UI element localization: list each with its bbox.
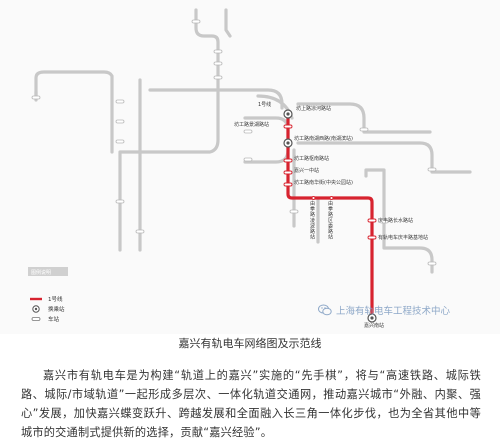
planned-line-north-2 — [224, 8, 232, 38]
station-icon — [213, 75, 223, 80]
map-caption: 嘉兴有轨电车网络图及示范线 — [178, 337, 322, 350]
transfer-station-icon — [286, 141, 290, 145]
station-icon — [213, 61, 223, 66]
watermark: 上海有轨电车工程技术中心 — [318, 302, 450, 318]
planned-lines — [34, 8, 472, 274]
label-jiaxing-south: 嘉兴南站 — [364, 322, 384, 329]
station-icon — [329, 196, 334, 200]
station-icon — [379, 219, 389, 224]
legend-heading: 图例说明 — [31, 269, 51, 276]
station-icon — [213, 49, 223, 54]
label-changshui: 庆丰路长水路站 — [378, 217, 413, 224]
label-quwei: 由拳路区委路站 — [328, 200, 333, 241]
station-icon — [367, 235, 377, 240]
transfer-station-icon — [370, 316, 374, 320]
article-paragraph: 嘉兴市有轨电车是为构建“轨道上的嘉兴”实施的“先手棋”，将与“高速铁路、城际铁路… — [21, 369, 481, 439]
network-map-drawing: 1号线 坊上路凉河路站坊工路景湖路站坊工路南湖西路(南湖滨站)坊工路枢南路站嘉兴… — [28, 8, 472, 329]
station-icon — [367, 218, 377, 223]
planned-line-east-mid — [296, 141, 472, 174]
legend-label-line: 1号线 — [48, 295, 63, 303]
station-icon — [283, 170, 293, 175]
station-icon — [115, 199, 125, 204]
label-shunan: 坊工路枢南路站 — [294, 155, 329, 162]
label-jinghu: 坊工路景湖路站 — [234, 121, 269, 128]
station-icon — [31, 95, 41, 100]
label-depot: 有轨电车庆丰路基地站 — [378, 234, 428, 241]
station-icon — [135, 229, 145, 234]
transfer-station-icon — [286, 112, 290, 116]
station-icon — [289, 209, 299, 214]
station-icon — [427, 261, 437, 266]
planned-line-east-upper — [296, 102, 432, 134]
line-1-tag: 1号线 — [258, 101, 271, 108]
station-icon — [283, 182, 293, 187]
legend-label-station: 车站 — [48, 315, 60, 323]
label-nanhu-west: 坊工路南湖西路(南湖滨站) — [294, 135, 353, 142]
planned-line-west — [34, 70, 114, 154]
label-lingbo: 由拳路凌波路站 — [310, 200, 315, 241]
station-icon — [243, 129, 253, 134]
legend-station-icon — [31, 317, 41, 321]
label-yizhong: 嘉兴一中站 — [294, 167, 319, 174]
station-icon — [115, 139, 125, 144]
station-icon — [311, 196, 316, 200]
station-icon — [359, 127, 369, 132]
vertical-station-labels: 由拳路凌波路站 由拳路区委路站 — [310, 200, 333, 241]
transfer-stations — [283, 109, 377, 323]
label-nanhuajie: 坊工路南华街(中央公园站) — [294, 179, 353, 186]
legend-header — [28, 267, 68, 276]
station-icon — [283, 124, 293, 129]
planned-stations — [31, 19, 437, 266]
station-icon — [115, 99, 125, 104]
label-fangshang: 坊上路凉河路站 — [296, 105, 331, 112]
station-icon — [191, 19, 201, 24]
watermark-text: 上海有轨电车工程技术中心 — [336, 306, 451, 317]
network-map: 1号线 坊上路凉河路站坊工路景湖路站坊工路南湖西路(南湖滨站)坊工路枢南路站嘉兴… — [28, 8, 472, 329]
station-icon — [243, 157, 253, 162]
legend: 图例说明 1号线 换乘站 车站 — [28, 267, 68, 323]
wechat-icon — [318, 304, 332, 316]
planned-line-east-lower — [364, 168, 434, 274]
station-icon — [115, 119, 125, 124]
legend-transfer-icon-dot — [34, 307, 38, 311]
planned-line-north — [118, 8, 220, 252]
line-1-stations — [283, 124, 377, 240]
legend-label-transfer: 换乘站 — [48, 305, 65, 313]
station-icon — [427, 167, 437, 172]
station-icon — [283, 158, 293, 163]
